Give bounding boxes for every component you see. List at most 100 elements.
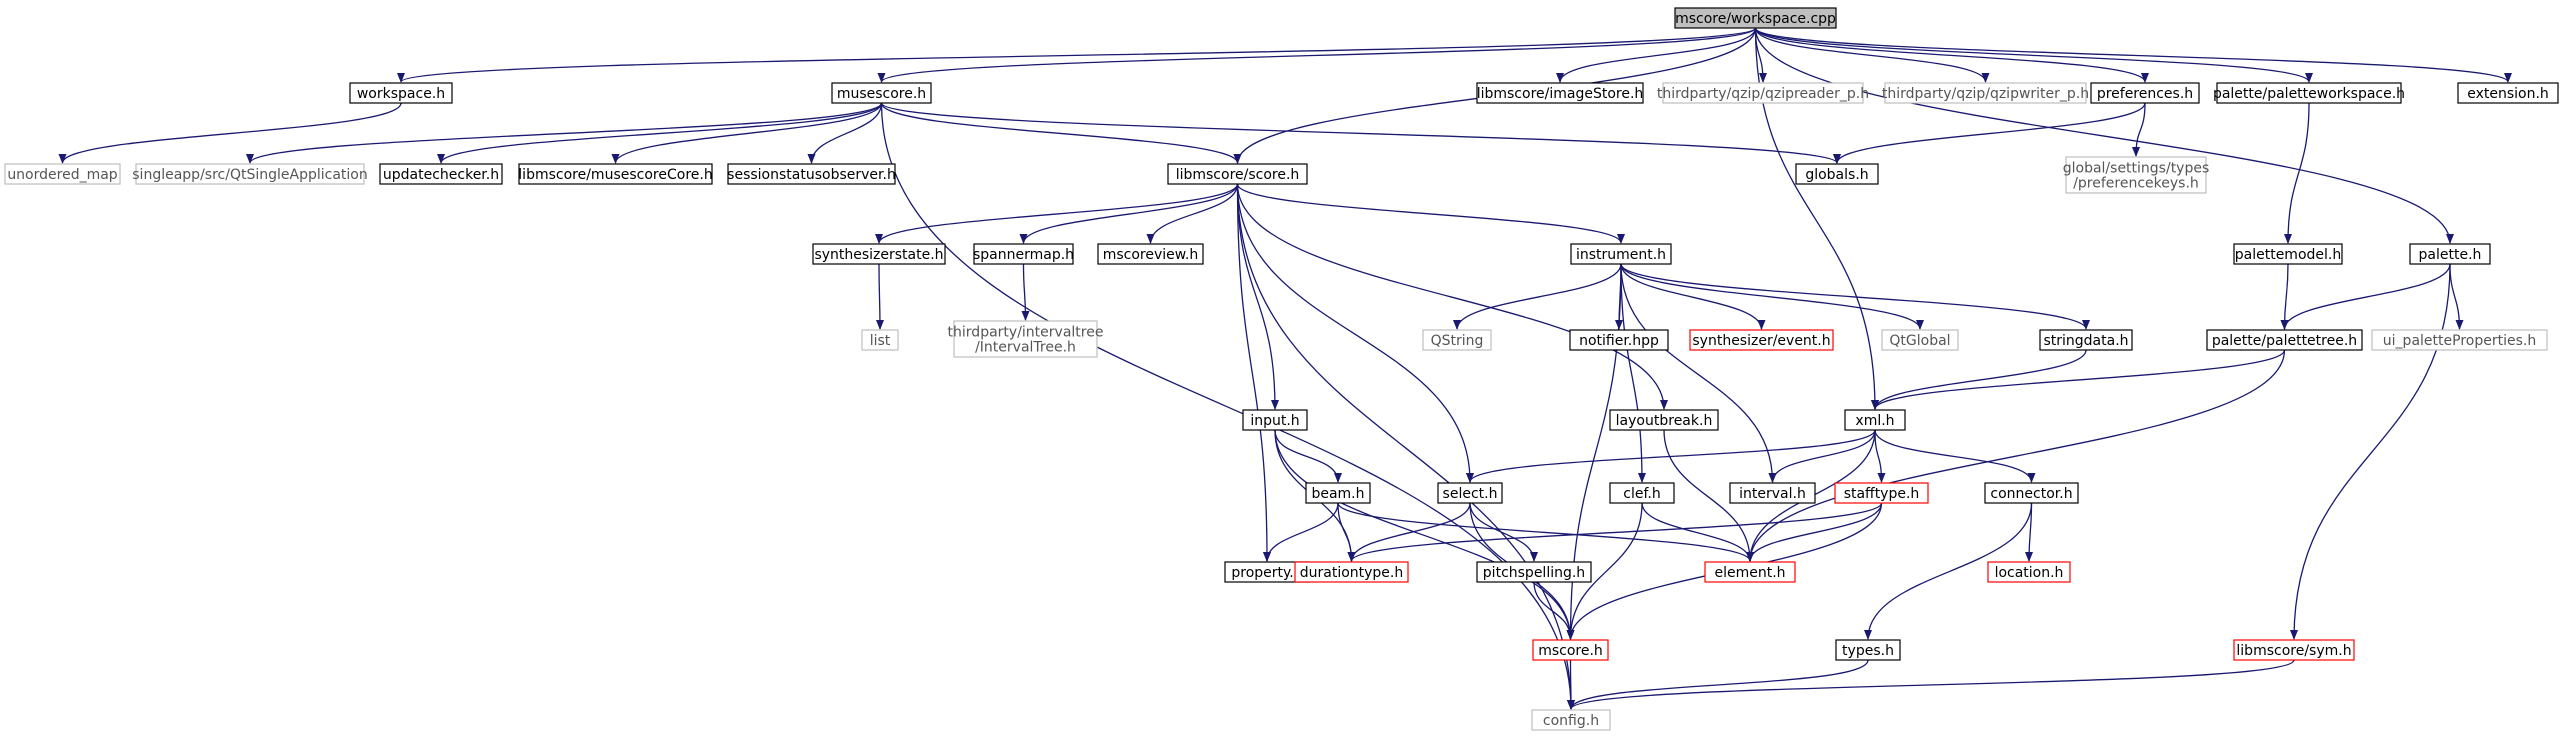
node-label: libmscore/score.h [1176,167,1300,183]
node-palettetree-h[interactable]: palette/palettetree.h [2206,329,2363,351]
node-stringdata-h[interactable]: stringdata.h [2039,329,2133,351]
node-workspace-h[interactable]: workspace.h [349,82,453,104]
edge-synthstate_h-to-list [875,263,884,330]
node-clef-h[interactable]: clef.h [1609,482,1675,504]
node-box [2233,243,2343,265]
node-interval-h[interactable]: interval.h [1729,482,1816,504]
node-instrument-h[interactable]: instrument.h [1570,243,1672,265]
node-box [1476,82,1644,104]
node-sessionstatus-h[interactable]: sessionstatusobserver.h [727,163,896,185]
edge-score_h-to-property_h [1236,183,1271,562]
node-box [1884,82,2087,104]
node-label: interval.h [1739,486,1806,502]
node-stafftype-h[interactable]: stafftype.h [1834,482,1929,504]
node-extension-h[interactable]: extension.h [2457,82,2559,104]
node-label: sessionstatusobserver.h [727,167,896,183]
node-unordered-map[interactable]: unordered_map [4,163,121,185]
node-layoutbreak-h[interactable]: layoutbreak.h [1609,409,1719,431]
node-select-h[interactable]: select.h [1437,482,1503,504]
node-intervaltree[interactable]: thirdparty/intervaltree/IntervalTree.h [948,320,1104,358]
node-updatechecker-h[interactable]: updatechecker.h [379,163,503,185]
node-box [135,163,365,185]
edge-stafftype_h-to-durationtype_h [1347,502,1883,562]
edge-clef_h-to-element_h [1641,502,1754,562]
node-box [2039,329,2133,351]
node-label: palette.h [2419,247,2482,263]
node-config-h[interactable]: config.h [1531,709,1611,731]
node-synth-event-h[interactable]: synthesizer/event.h [1689,329,1834,351]
node-palettemodel-h[interactable]: palettemodel.h [2233,243,2343,265]
node-paletteworkspace-h[interactable]: palette/paletteworkspace.h [2213,82,2405,104]
node-beam-h[interactable]: beam.h [1305,482,1371,504]
node-box [1531,709,1611,731]
edge-score_h-to-synthstate_h [875,183,1239,244]
node-label: spannermap.h [973,247,1074,263]
node-list[interactable]: list [861,329,899,351]
node-musescoreCore-h[interactable]: libmscore/musescoreCore.h [518,163,713,185]
node-label: types.h [1842,643,1894,659]
edge-xml_h-to-interval_h [1768,429,1876,483]
node-label: libmscore/musescoreCore.h [518,167,712,183]
node-workspace-cpp[interactable]: mscore/workspace.cpp [1674,7,1837,29]
node-palette-h[interactable]: palette.h [2409,243,2491,265]
node-label: xml.h [1855,413,1894,429]
edge-instrument_h-to-clef_h [1620,263,1646,483]
node-property-h[interactable]: property.h [1224,561,1310,583]
edge-preferences_h-to-prefkeys_h [2132,102,2146,157]
node-label: palette/palettetree.h [2212,333,2357,349]
node-durationtype-h[interactable]: durationtype.h [1294,561,1409,583]
edge-beam_h-to-property_h [1263,502,1339,562]
node-score-h[interactable]: libmscore/score.h [1167,163,1308,185]
node-box [1609,482,1675,504]
node-preferences-h[interactable]: preferences.h [2090,82,2200,104]
node-location-h[interactable]: location.h [1987,561,2071,583]
edge-select_h-to-durationtype_h [1347,502,1471,562]
edge-instrument_h-to-stringdata_h [1620,263,2090,330]
node-box [831,82,932,104]
node-box [379,163,503,185]
edge-score_h-to-mscoreview_h [1146,183,1239,244]
node-spannermap-h[interactable]: spannermap.h [973,243,1074,265]
node-qzipwriter[interactable]: thirdparty/qzip/qzipwriter_p.h [1882,82,2089,104]
edge-score_h-to-instrument_h [1236,183,1625,244]
edge-workspace_cpp-to-workspace_h [397,27,1757,83]
node-prefkeys-h[interactable]: global/settings/types/preferencekeys.h [2063,156,2210,194]
node-notifier-hpp[interactable]: notifier.hpp [1569,329,1669,351]
node-pitchspelling-h[interactable]: pitchspelling.h [1476,561,1592,583]
node-qstring[interactable]: QString [1422,329,1492,351]
node-label: mscoreview.h [1103,247,1199,263]
edge-musescore_h-to-musescoreCore_h [611,102,883,164]
edge-input_h-to-mscore_h [1274,429,1575,640]
edge-workspace_cpp-to-imageStore_h [1556,27,1757,83]
node-musescore-h[interactable]: musescore.h [831,82,932,104]
node-input-h[interactable]: input.h [1242,409,1308,431]
node-box [1835,639,1901,661]
node-sym-h[interactable]: libmscore/sym.h [2233,639,2355,661]
node-label: /preferencekeys.h [2073,176,2199,192]
node-connector-h[interactable]: connector.h [1984,482,2079,504]
edge-score_h-to-layoutbreak_h [1236,183,1668,410]
edge-palettemodel_h-to-palettetree_h [2280,263,2289,330]
node-qtglobal[interactable]: QtGlobal [1881,329,1959,351]
node-xml-h[interactable]: xml.h [1844,409,1906,431]
edge-workspace_h-to-unordered_map [58,102,402,164]
node-box [1437,482,1503,504]
node-synthstate-h[interactable]: synthesizerstate.h [812,243,946,265]
node-mscore-h[interactable]: mscore.h [1532,639,1609,661]
node-label: preferences.h [2097,86,2193,102]
node-element-h[interactable]: element.h [1704,561,1796,583]
node-globals-h[interactable]: globals.h [1795,163,1879,185]
node-label: property.h [1231,565,1302,581]
node-ui-paletteprops[interactable]: ui_paletteProperties.h [2371,329,2548,351]
node-qtsingleapp[interactable]: singleapp/src/QtSingleApplication [132,163,368,185]
node-imageStore-h[interactable]: libmscore/imageStore.h [1476,82,1644,104]
node-mscoreview-h[interactable]: mscoreview.h [1097,243,1204,265]
node-box [2206,329,2363,351]
node-qzipreader[interactable]: thirdparty/qzip/qzipreader_p.h [1657,82,1869,104]
node-label: clef.h [1623,486,1660,502]
node-box [1570,243,1672,265]
node-types-h[interactable]: types.h [1835,639,1901,661]
edge-stafftype_h-to-element_h [1746,502,1883,562]
edge-musescore_h-to-sessionstatus_h [807,102,883,164]
